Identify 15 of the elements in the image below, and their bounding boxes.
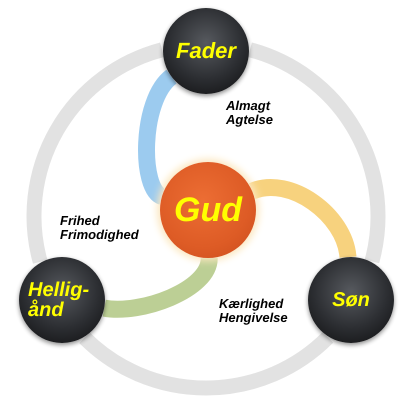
attribute-text: Almagt bbox=[226, 99, 270, 113]
ring-arc bbox=[248, 42, 386, 263]
ring-arc bbox=[80, 332, 333, 396]
node-label: Fader bbox=[176, 40, 236, 62]
attribute-text: Frimodighed bbox=[60, 228, 139, 242]
node-label: Hellig- ånd bbox=[28, 280, 90, 320]
attribute-text: Frihed bbox=[60, 214, 100, 228]
attribute-text: Hengivelse bbox=[219, 310, 288, 324]
node-label: Gud bbox=[174, 193, 242, 227]
node-label: Søn bbox=[332, 290, 370, 310]
curved-band bbox=[250, 179, 356, 259]
curved-band bbox=[103, 256, 218, 318]
attribute-text: Agtelse bbox=[226, 112, 273, 126]
ring-arc bbox=[26, 42, 164, 264]
attribute-text: Kærlighed bbox=[219, 297, 284, 311]
